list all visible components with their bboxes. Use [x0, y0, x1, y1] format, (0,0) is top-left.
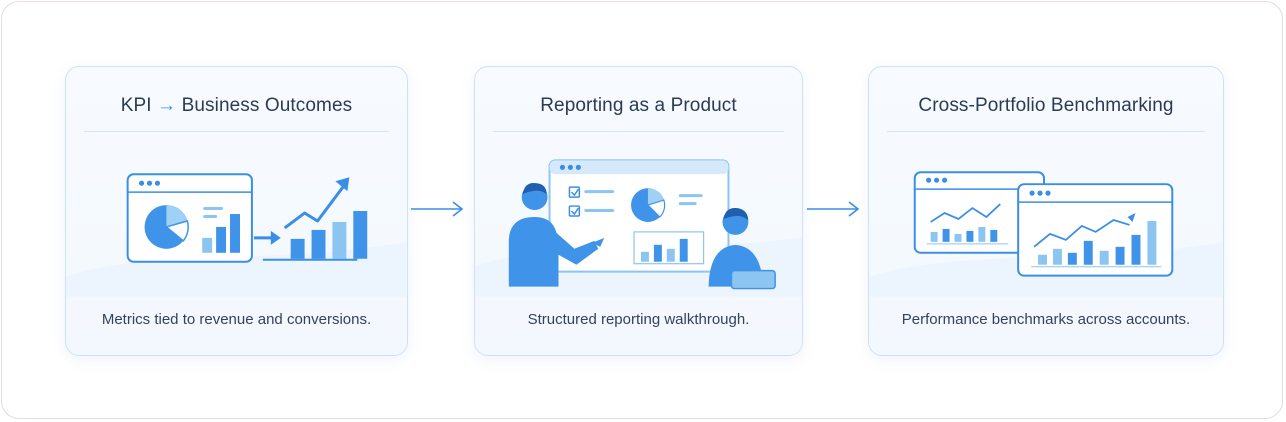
title-kpi: KPI — [120, 95, 152, 116]
card-caption: Structured reporting walkthrough. — [527, 311, 750, 328]
card-divider — [84, 131, 389, 132]
kpi-dashboard-growth-chart-icon — [66, 173, 407, 297]
arrow-right-icon — [807, 201, 860, 217]
arrow-right-icon — [411, 201, 464, 217]
title-arrow-icon: → — [157, 95, 177, 116]
card-title: Reporting as a Product — [540, 95, 737, 116]
card-title: Cross-Portfolio Benchmarking — [918, 95, 1174, 116]
card-cross-portfolio-benchmarking: Cross-Portfolio Benchmarking — [868, 66, 1224, 356]
card-divider — [493, 131, 784, 132]
card-caption: Performance benchmarks across accounts. — [901, 311, 1191, 328]
card-reporting-as-a-product: Reporting as a Product — [474, 66, 803, 356]
card-kpi-business-outcomes: KPI → Business Outcomes — [65, 66, 408, 356]
card-divider — [887, 131, 1205, 132]
card-title: KPI → Business Outcomes — [66, 95, 407, 117]
comparative-dashboards-icon — [869, 171, 1223, 297]
presenter-dashboard-walkthrough-icon — [475, 159, 802, 297]
card-caption: Metrics tied to revenue and conversions. — [101, 311, 372, 328]
title-business-outcomes: Business Outcomes — [181, 95, 353, 116]
